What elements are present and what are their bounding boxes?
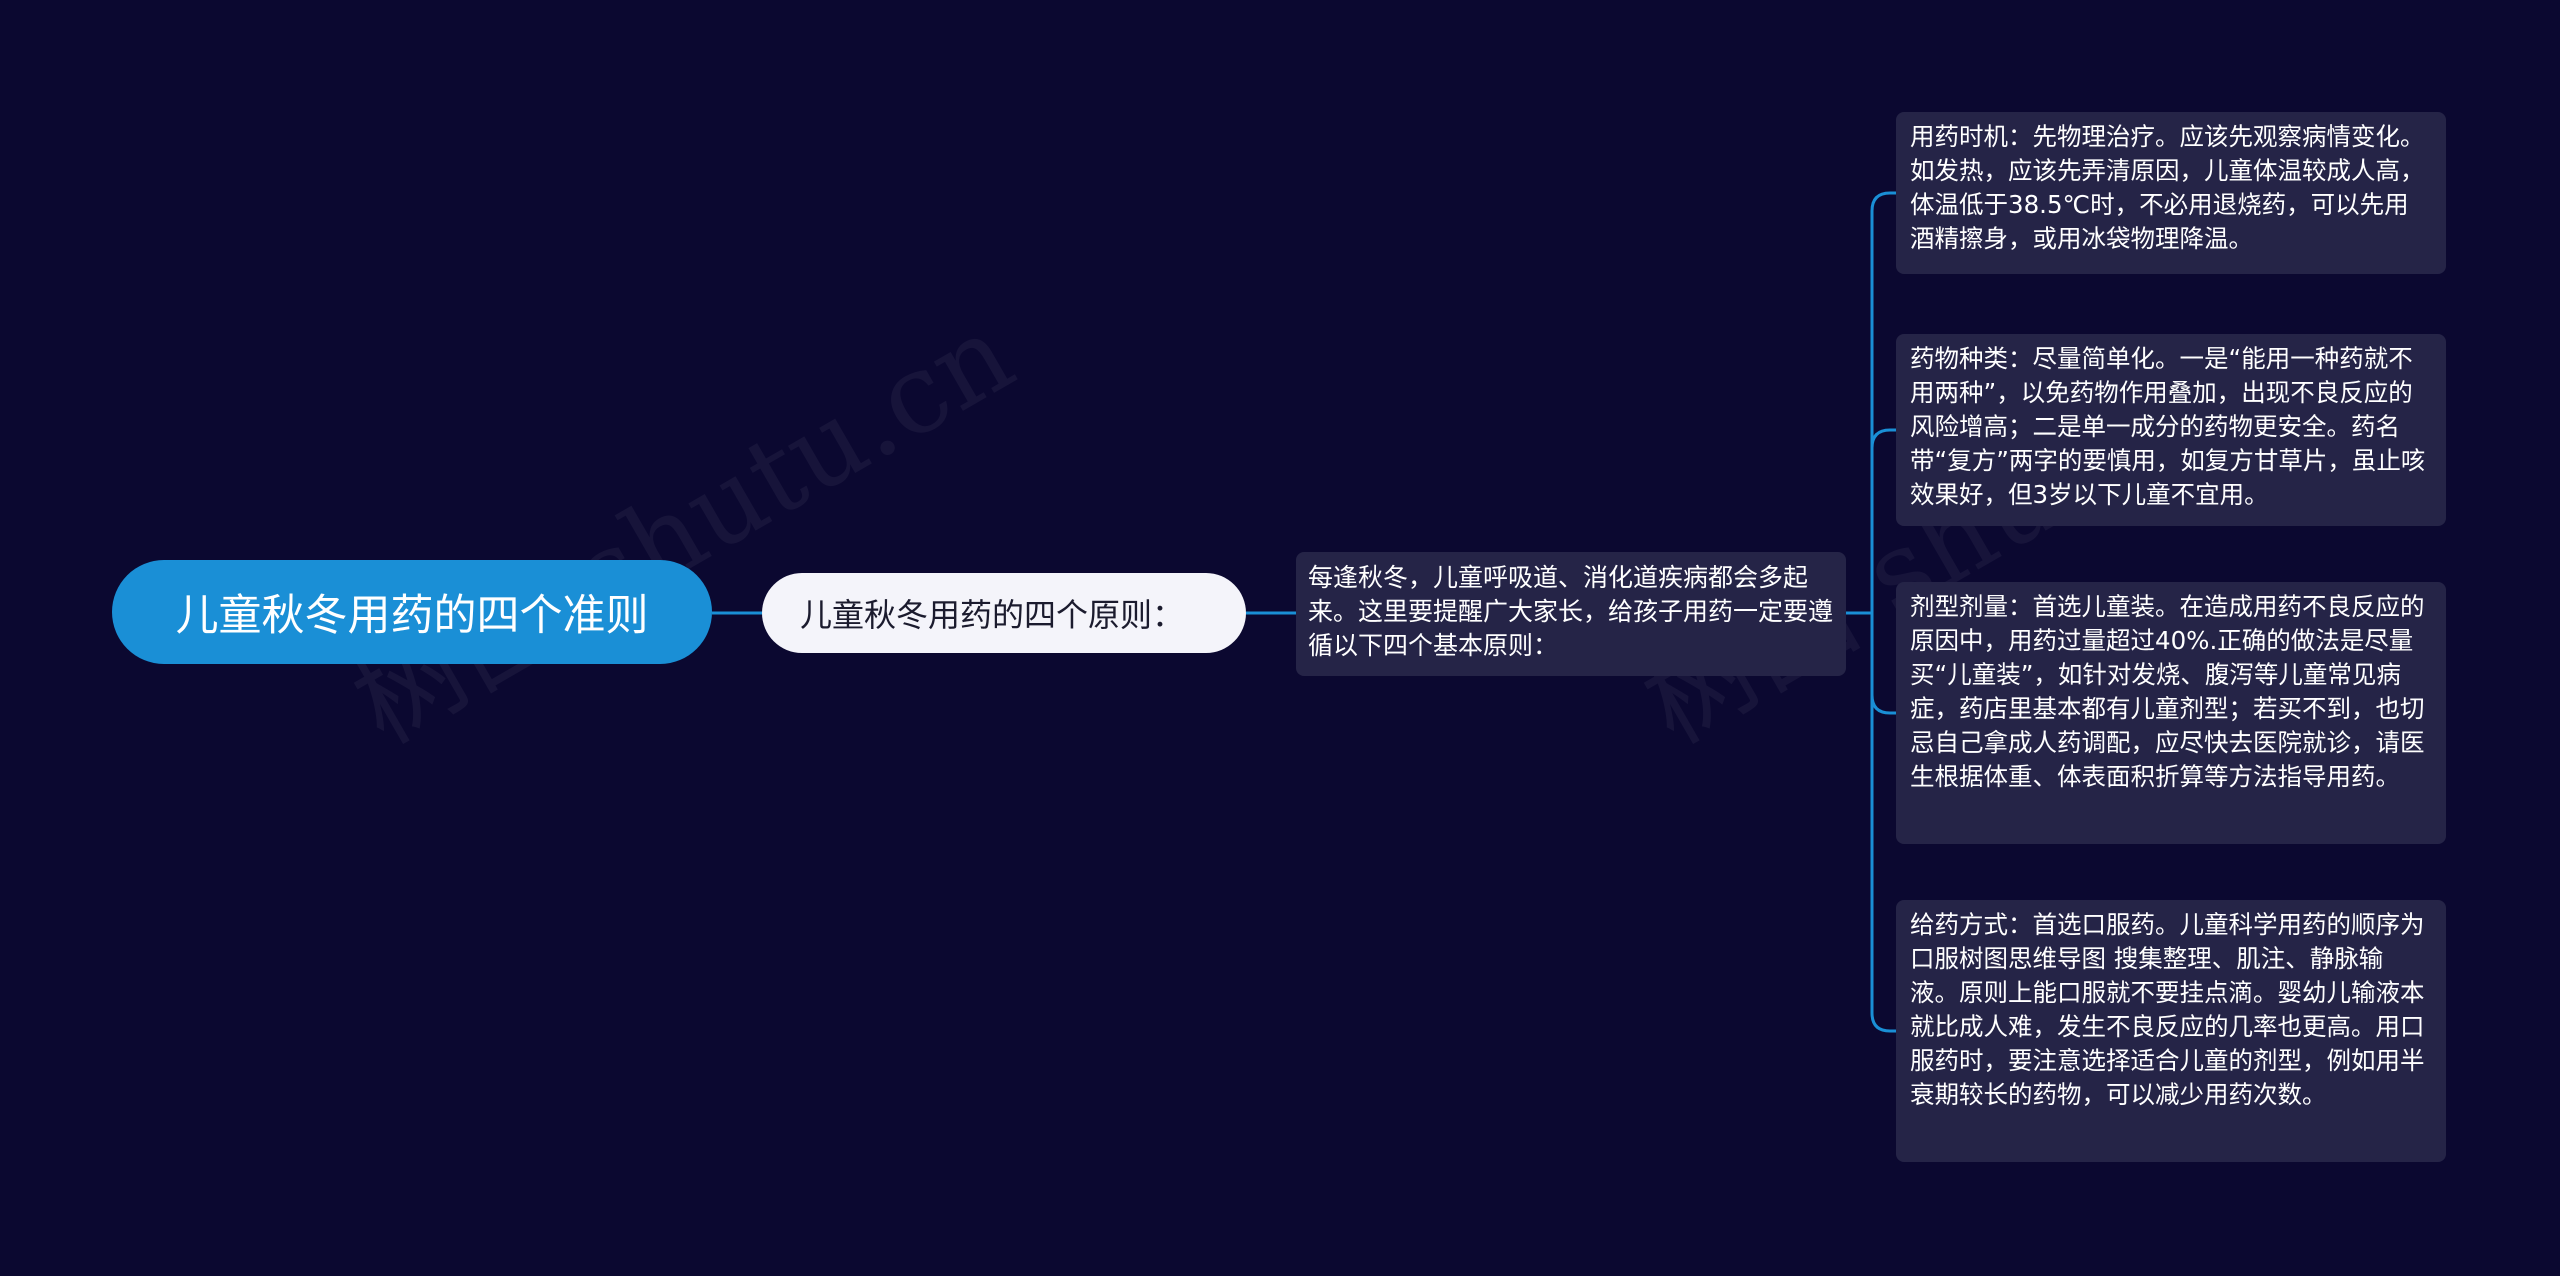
connector-trunk-leaf-2 — [1870, 428, 1896, 613]
connector-trunk-leaf-4 — [1870, 613, 1896, 1033]
leaf-label: 用药时机：先物理治疗。应该先观察病情变化。如发热，应该先弄清原因，儿童体温较成人… — [1910, 122, 2425, 253]
connector-trunk-leaf-1 — [1870, 191, 1896, 613]
leaf-dosage-form[interactable]: 剂型剂量：首选儿童装。在造成用药不良反应的原因中，用药过量超过40%.正确的做法… — [1896, 582, 2446, 844]
root-topic[interactable]: 儿童秋冬用药的四个准则 — [112, 560, 712, 664]
leaf-label: 药物种类：尽量简单化。一是“能用一种药就不用两种”，以免药物作用叠加，出现不良反… — [1910, 344, 2426, 509]
subtopic-intro[interactable]: 每逢秋冬，儿童呼吸道、消化道疾病都会多起来。这里要提醒广大家长，给孩子用药一定要… — [1296, 552, 1846, 676]
leaf-medication-type[interactable]: 药物种类：尽量简单化。一是“能用一种药就不用两种”，以免药物作用叠加，出现不良反… — [1896, 334, 2446, 526]
leaf-administration-route[interactable]: 给药方式：首选口服药。儿童科学用药的顺序为口服树图思维导图 搜集整理、肌注、静脉… — [1896, 900, 2446, 1162]
root-topic-label: 儿童秋冬用药的四个准则 — [175, 591, 649, 641]
leaf-medication-timing[interactable]: 用药时机：先物理治疗。应该先观察病情变化。如发热，应该先弄清原因，儿童体温较成人… — [1896, 112, 2446, 274]
subtopic-intro-label: 每逢秋冬，儿童呼吸道、消化道疾病都会多起来。这里要提醒广大家长，给孩子用药一定要… — [1308, 563, 1834, 660]
connector-trunk-leaf-3 — [1870, 613, 1896, 715]
subtopic-principles-label: 儿童秋冬用药的四个原则： — [800, 596, 1185, 634]
leaf-label: 剂型剂量：首选儿童装。在造成用药不良反应的原因中，用药过量超过40%.正确的做法… — [1910, 592, 2425, 791]
subtopic-principles[interactable]: 儿童秋冬用药的四个原则： — [762, 573, 1246, 653]
leaf-label: 给药方式：首选口服药。儿童科学用药的顺序为口服树图思维导图 搜集整理、肌注、静脉… — [1910, 910, 2425, 1109]
